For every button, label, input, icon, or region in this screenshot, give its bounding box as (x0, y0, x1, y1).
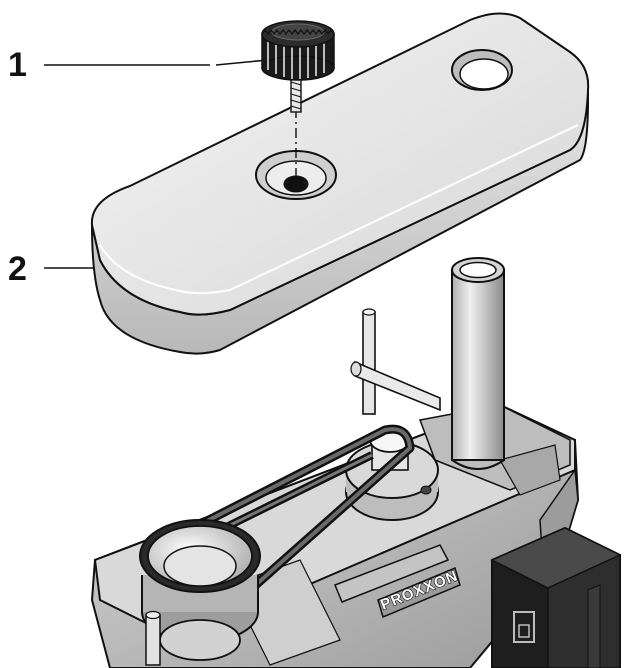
t-handle-pin (350, 308, 441, 415)
leader-line-1 (44, 59, 269, 66)
knurled-screw (261, 20, 335, 113)
spindle-pulley (139, 519, 261, 666)
motor-housing (490, 526, 622, 668)
callout-number-2: 2 (8, 250, 27, 288)
column (451, 257, 505, 470)
callout-number-1: 1 (8, 46, 27, 84)
